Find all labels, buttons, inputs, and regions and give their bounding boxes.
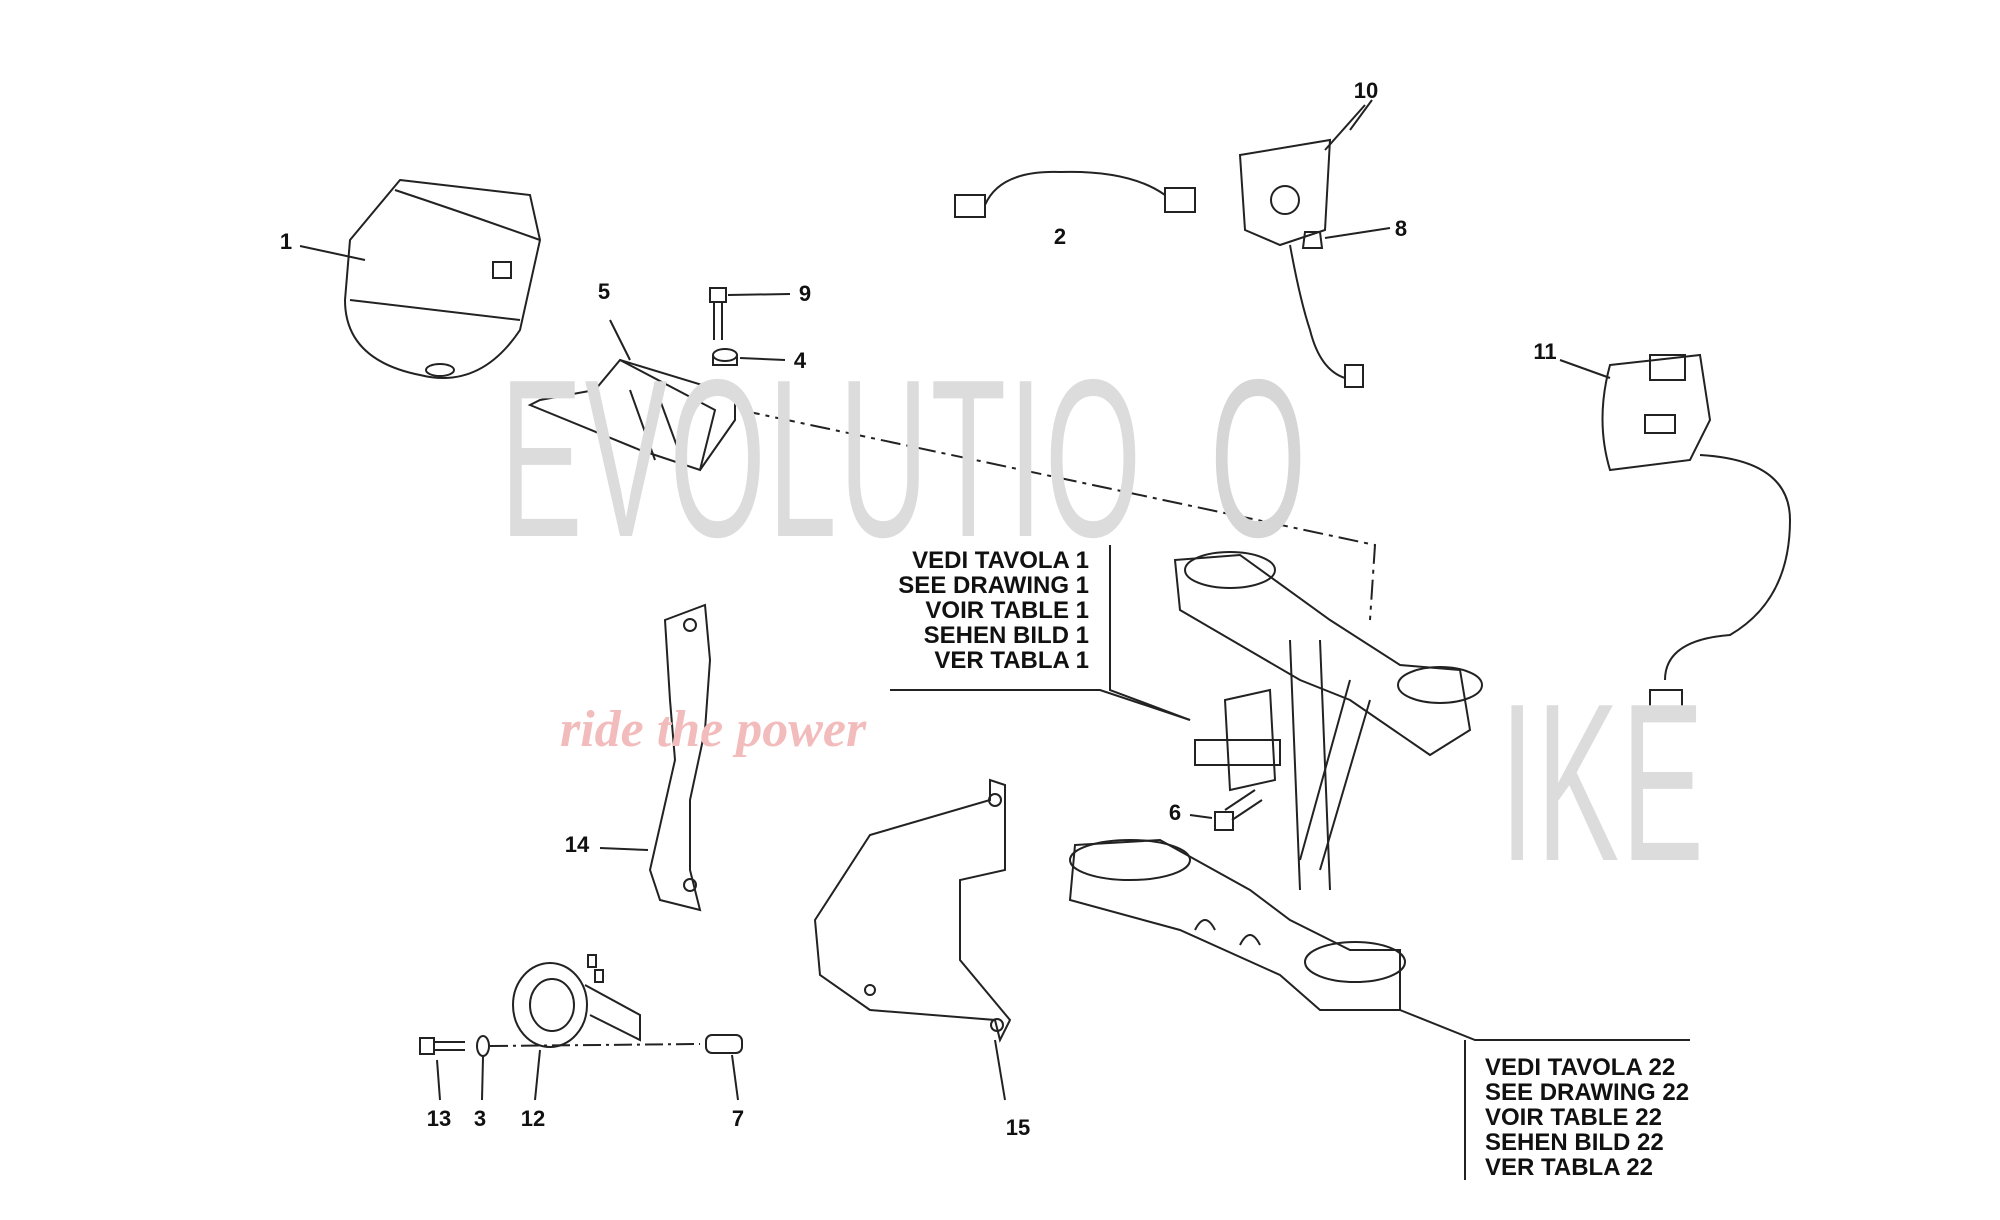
- reference-drawing-1: VEDI TAVOLA 1 SEE DRAWING 1 VOIR TABLE 1…: [898, 548, 1089, 673]
- label-1: 1: [279, 229, 293, 254]
- part-5-bracket: [527, 319, 736, 472]
- label-10: 10: [1353, 78, 1379, 103]
- reference-line: SEE DRAWING 22: [1485, 1079, 1690, 1106]
- part-7-spacer: [705, 1034, 743, 1101]
- reference-line: SEHEN BILD 22: [1485, 1129, 1664, 1156]
- steering-top-clamp: [1173, 551, 1483, 891]
- reference-line: VEDI TAVOLA 22: [1485, 1054, 1676, 1081]
- part-12-horn: [512, 954, 641, 1101]
- reference-drawing-22: VEDI TAVOLA 22 SEE DRAWING 22 VOIR TABLE…: [1485, 1055, 1689, 1180]
- label-4: 4: [793, 348, 807, 373]
- label-12: 12: [520, 1106, 546, 1131]
- steering-bottom-clamp: [1068, 838, 1406, 1011]
- part-3-washer: [476, 1035, 490, 1101]
- label-5: 5: [597, 279, 611, 304]
- watermark-o: O: [1210, 332, 1309, 584]
- part-1-cover: [343, 178, 542, 379]
- part-15-bracket: [813, 778, 1012, 1101]
- label-7: 7: [731, 1106, 745, 1131]
- part-8-screw: [1301, 227, 1391, 249]
- label-14: 14: [564, 832, 590, 857]
- label-15: 15: [1005, 1115, 1031, 1140]
- label-2: 2: [1053, 224, 1067, 249]
- label-13: 13: [426, 1106, 452, 1131]
- part-10-switch: [1238, 104, 1366, 388]
- reference-line: VEDI TAVOLA 1: [912, 547, 1089, 574]
- label-11: 11: [1533, 339, 1557, 364]
- label-6: 6: [1168, 800, 1182, 825]
- reference-line: SEHEN BILD 1: [923, 622, 1089, 649]
- watermark-bike: IKE: [1500, 656, 1707, 908]
- reference-line: VER TABLA 1: [934, 647, 1089, 674]
- label-3: 3: [473, 1106, 487, 1131]
- part-2-cable: [954, 170, 1196, 218]
- reference-line: VER TABLA 22: [1485, 1154, 1654, 1181]
- part-4-grommet: [712, 348, 786, 366]
- label-9: 9: [798, 281, 812, 306]
- part-9-bolt: [709, 287, 791, 340]
- part-14-bracket: [599, 603, 712, 912]
- watermark-tagline: ride the power: [560, 701, 867, 758]
- part-6-bolt: [1189, 789, 1263, 831]
- part-11-switch: [1559, 353, 1792, 719]
- part-13-bolt: [419, 1037, 465, 1101]
- reference-line: SEE DRAWING 1: [898, 572, 1089, 599]
- reference-line: VOIR TABLE 22: [1485, 1104, 1662, 1131]
- reference-line: VOIR TABLE 1: [925, 597, 1089, 624]
- label-8: 8: [1394, 216, 1408, 241]
- watermark-evolution: EVOLUTIO: [500, 332, 1144, 584]
